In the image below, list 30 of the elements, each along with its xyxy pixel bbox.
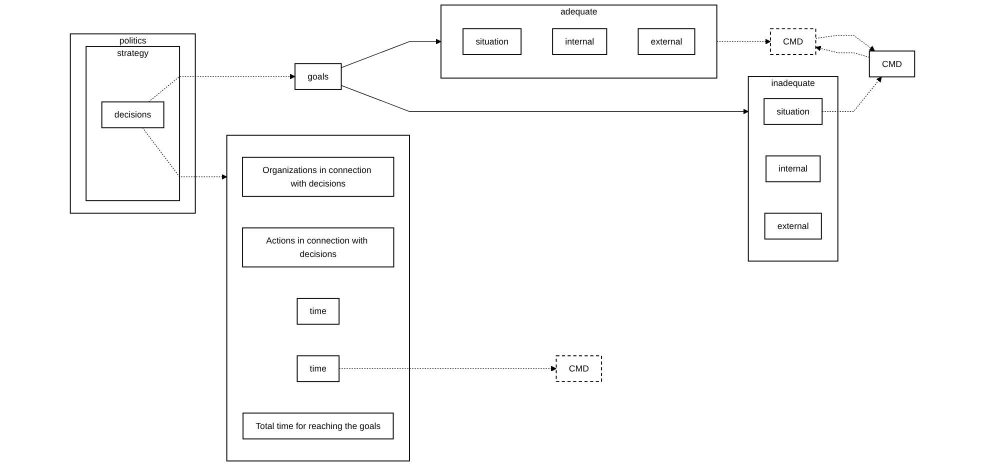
arrow [815,34,875,52]
node-box [638,28,696,55]
arrow [716,38,771,44]
arrow [340,85,749,114]
node-box [296,298,340,325]
cluster [440,4,718,79]
node-box [242,412,394,440]
node-box [296,355,340,382]
arrow [822,76,882,112]
node-box [462,28,522,55]
arrow [340,38,442,68]
node-box [770,28,816,55]
node-box [868,50,916,78]
node-box [766,155,821,182]
node-box [764,98,823,125]
arrow [148,74,296,102]
node-box [242,227,394,268]
cluster [748,76,838,262]
arrow [816,46,870,58]
node-box [294,63,342,90]
node-box [101,101,164,128]
node-box [556,355,602,382]
cluster [86,46,180,202]
node-box [552,28,608,55]
cluster [70,33,196,214]
arrow [338,366,557,372]
arrow [142,127,228,180]
node-box [242,156,394,197]
node-box [764,212,822,240]
cluster [226,134,410,462]
